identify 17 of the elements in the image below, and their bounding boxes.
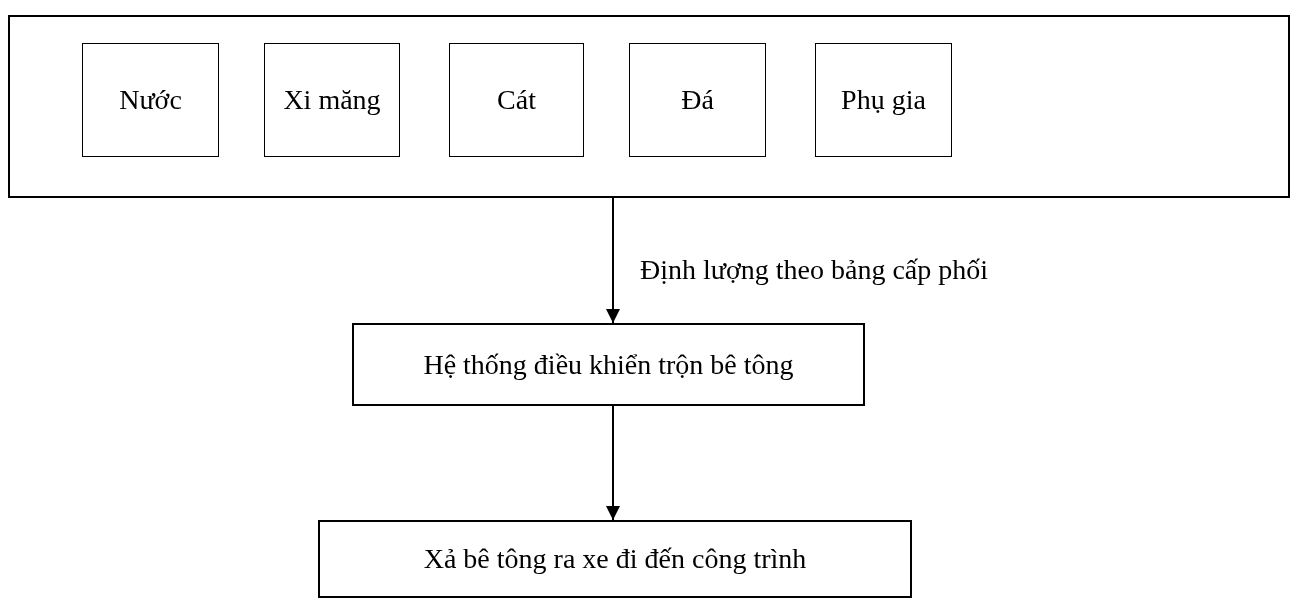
process-box bbox=[815, 43, 952, 157]
node-label: Hệ thống điều khiển trộn bê tông bbox=[423, 348, 794, 381]
process-box bbox=[352, 323, 865, 406]
node-label: Xả bê tông ra xe đi đến công trình bbox=[423, 543, 807, 575]
node-label: Cát bbox=[497, 84, 536, 116]
arrow bbox=[606, 197, 620, 324]
container-box bbox=[8, 15, 1290, 198]
process-box bbox=[264, 43, 400, 157]
node-label: Nước bbox=[119, 84, 182, 116]
process-box bbox=[449, 43, 584, 157]
arrow bbox=[606, 405, 620, 521]
node-label: Đá bbox=[681, 84, 714, 116]
process-box bbox=[82, 43, 219, 157]
process-box bbox=[629, 43, 766, 157]
process-box bbox=[318, 520, 912, 598]
node-label: Xi măng bbox=[283, 84, 381, 116]
node-label: Phụ gia bbox=[841, 84, 926, 116]
